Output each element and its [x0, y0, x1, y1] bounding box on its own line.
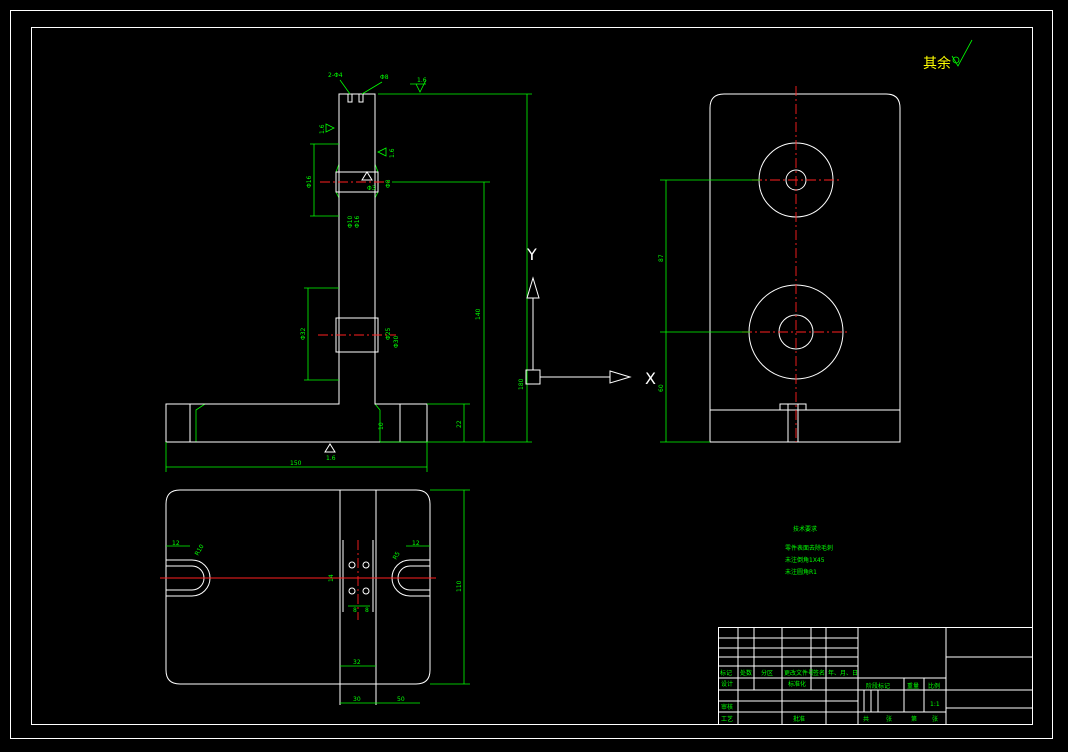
tech-req-title: 技术要求	[793, 525, 817, 533]
roughness-right: 1.6	[389, 148, 396, 158]
title-block-right-grid	[946, 656, 1032, 709]
label-top-right: Φ8	[380, 74, 389, 81]
title-block-frame	[718, 627, 1033, 725]
coordinate-axes: Y X	[525, 245, 656, 388]
axis-x-label: X	[645, 369, 656, 388]
inner-border	[31, 27, 1033, 725]
tb-label-weight: 重量	[907, 682, 919, 690]
label-lower-right: Φ30	[393, 335, 400, 348]
surface-finish-note: 其余	[923, 39, 973, 72]
side-slot	[779, 403, 807, 410]
top-hole-4	[362, 587, 370, 595]
top-outline	[165, 489, 431, 685]
dim-base-thickness: 10	[378, 422, 385, 430]
tb-label-scale: 比例	[928, 682, 940, 690]
dim-width-base: 150	[290, 460, 302, 467]
technical-requirements: 技术要求 零件表面去除毛刺 未注倒角1X45 未注圆角R1	[785, 525, 833, 576]
front-view: 180 140 22 10 150 Φ16 Φ32 2-Φ4 Φ8 Φ8 Φ3 …	[165, 72, 532, 472]
side-dim-spacing: 87	[658, 254, 665, 262]
front-outline	[165, 93, 428, 443]
top-dim-height: 110	[456, 580, 463, 592]
axis-y-label: Y	[526, 245, 537, 264]
tb-label-change-doc: 更改文件号	[784, 669, 814, 677]
top-dim-width-b: 50	[397, 696, 405, 703]
label-mid-right: Φ16	[354, 215, 361, 228]
roughness-mark-top-icon	[410, 79, 427, 93]
label-mid-left: Φ10	[347, 215, 354, 228]
roughness-mark-left-icon	[325, 123, 335, 133]
axis-x-arrow-icon	[609, 370, 632, 384]
tb-label-count: 处数	[740, 669, 752, 677]
dim-slot: Φ8	[385, 179, 392, 188]
top-hole-3	[348, 587, 356, 595]
tb-label-zone: 分区	[761, 669, 773, 677]
roughness-mark-right-icon	[377, 147, 387, 157]
axis-y-arrow-icon	[526, 276, 540, 299]
top-dim-width-inner: 32	[353, 659, 361, 666]
tech-req-line-2: 未注倒角1X45	[785, 556, 825, 564]
surface-finish-label: 其余	[923, 55, 951, 72]
tb-label-standardization: 标准化	[788, 680, 806, 688]
tb-label-designer: 设计	[721, 680, 733, 688]
top-dim-right-slot: 12	[412, 540, 420, 547]
side-dim-lower: 60	[658, 384, 665, 392]
front-base-left-pocket	[166, 403, 191, 442]
roughness-mark-bottom-icon	[324, 443, 336, 453]
side-outline	[709, 93, 901, 443]
tb-sheet-unit-1: 张	[886, 715, 892, 723]
tb-label-date: 年、月、日	[828, 669, 858, 677]
top-view: 110 32 30 50 12 R10 12 R5 8 8 14	[160, 489, 470, 705]
roughness-left: 1.6	[319, 124, 326, 134]
top-hole-2	[362, 561, 370, 569]
dim-hole-height: 140	[475, 308, 482, 320]
tb-scale-value: 1:1	[930, 701, 940, 708]
top-hole-1	[348, 561, 356, 569]
dim-d1: Φ16	[306, 175, 313, 188]
top-dim-right-radius: R5	[392, 550, 402, 561]
tb-label-process: 工艺	[721, 715, 733, 723]
tb-label-stage-mark: 阶段标记	[866, 682, 890, 690]
tb-sheet-no: 第	[911, 715, 917, 723]
roughness-mark-mid-icon	[361, 171, 373, 181]
title-block-left-grid	[718, 627, 859, 724]
roughness-circle-icon	[952, 56, 960, 64]
tech-req-line-1: 零件表面去除毛刺	[785, 544, 833, 552]
tb-label-mark: 标记	[720, 669, 732, 677]
dim-overall-height: 180	[518, 378, 525, 390]
tb-label-checker: 审核	[721, 703, 733, 711]
tech-req-line-3: 未注圆角R1	[785, 568, 817, 576]
tb-sheet-total: 共	[863, 715, 869, 723]
label-top-left: 2-Φ4	[328, 72, 343, 79]
tb-label-approve: 批准	[793, 715, 805, 723]
front-web-hatch	[195, 93, 381, 443]
leader-top-right	[361, 81, 383, 95]
top-dim-left-slot: 12	[172, 540, 180, 547]
outer-border	[10, 10, 1053, 739]
roughness-bottom: 1.6	[326, 455, 336, 462]
leader-top-left	[339, 79, 351, 95]
dim-d2: Φ32	[300, 327, 307, 340]
roughness-top: 1.6	[417, 77, 427, 84]
top-dim-hole-width: 8	[365, 607, 369, 614]
dim-chamfer: Φ3	[367, 185, 376, 192]
dim-base-height: 22	[456, 420, 463, 428]
front-top-slots	[347, 94, 364, 103]
roughness-symbol-icon	[951, 39, 973, 67]
title-block: 标记 处数 分区 更改文件号 签名 年、月、日 设计 标准化 阶段标记 重量 比…	[718, 627, 1033, 725]
label-lower-mid: Φ25	[385, 327, 392, 340]
top-dim-left-radius: R10	[194, 543, 206, 557]
tb-label-signature: 签名	[813, 669, 825, 677]
top-dim-width-a: 30	[353, 696, 361, 703]
tb-sheet-unit-2: 张	[932, 715, 938, 723]
top-dim-small: 14	[328, 574, 335, 582]
top-dim-hole-spacing: 8	[353, 607, 357, 614]
side-view: 87 60	[658, 86, 901, 443]
axes-origin	[525, 369, 541, 385]
title-block-mid-grid	[858, 627, 947, 724]
